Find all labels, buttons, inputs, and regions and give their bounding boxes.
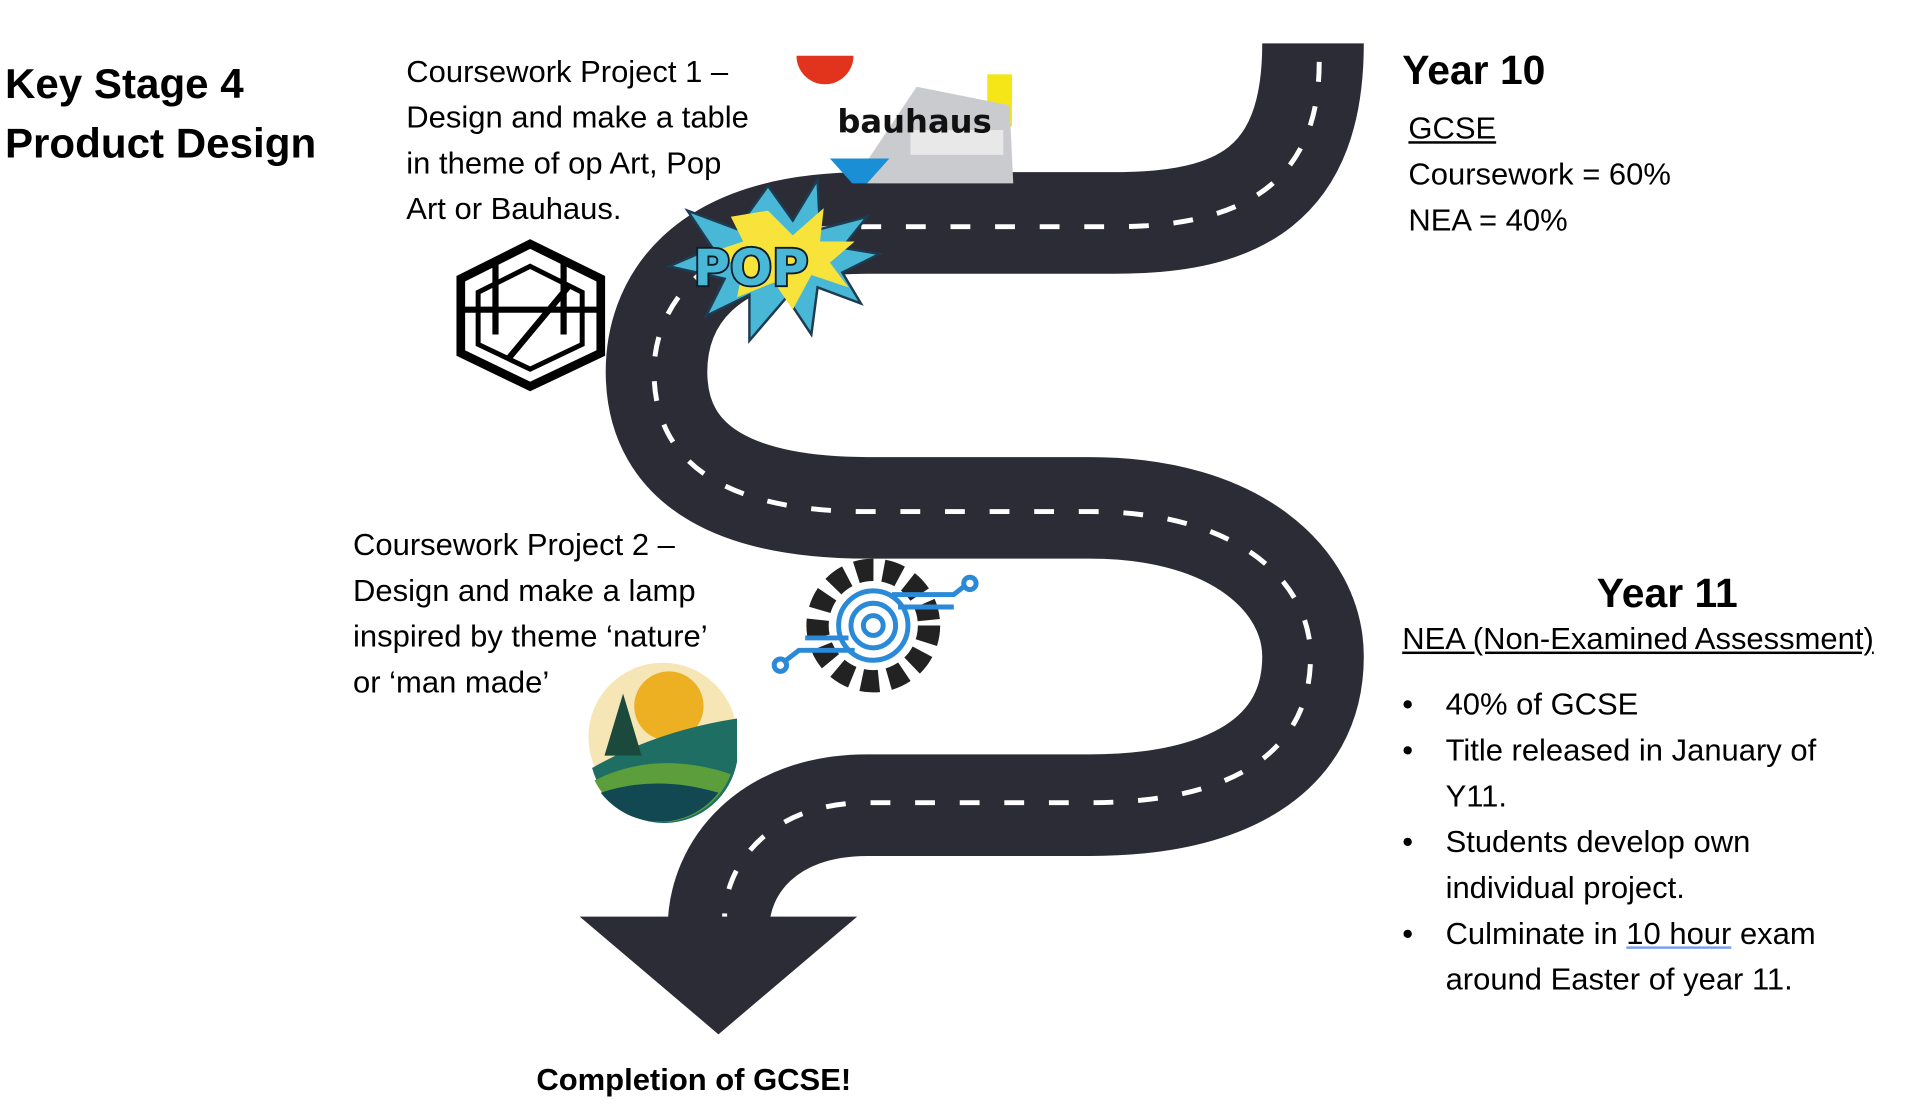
heading-line-1: Key Stage 4 [4,60,244,108]
year-10-subtitle: GCSE [1408,111,1497,147]
bauhaus-logo: bauhaus [796,55,1014,184]
project-2-line: or ‘man made’ [353,665,550,700]
gear-circuit-icon [771,558,979,693]
heading: Key Stage 4 Product Design [5,55,316,174]
project-1-line: Coursework Project 1 – [406,54,729,90]
nea-weight: NEA = 40% [1408,203,1568,238]
op-art-cube-icon [456,239,606,392]
project-1-line: in theme of op Art, Pop [406,146,722,181]
pop-art-burst-icon: POP [664,175,884,344]
ten-hour-text: 10 hour [1626,916,1732,952]
bullet-item: •Title released in January of Y11. [1402,733,1817,814]
bullet-item: •Culminate in 10 hour exam around Easter… [1402,916,1816,998]
bullet-item: •Students develop own individual project… [1402,824,1751,906]
year-11-subtitle: NEA (Non-Examined Assessment) [1402,621,1874,657]
year-11-bullets: •40% of GCSE •Title released in January … [1402,683,1873,1004]
project-2-line: Design and make a lamp [353,573,696,609]
bullet-item: •40% of GCSE [1402,687,1639,723]
coursework-weight: Coursework = 60% [1408,157,1671,192]
project-1-description: Coursework Project 1 – Design and make a… [406,50,749,233]
project-2-description: Coursework Project 2 – Design and make a… [353,523,708,706]
year-11-section: Year 11 NEA (Non-Examined Assessment) •4… [1402,570,1920,1004]
project-1-line: Art or Bauhaus. [406,191,622,227]
nature-landscape-icon [588,662,738,824]
pop-text: POP [694,239,809,297]
project-2-line: Coursework Project 2 – [353,527,675,563]
year-10-section: Year 10 GCSE Coursework = 60% NEA = 40% [1402,47,1671,244]
lane-markings [651,61,1322,917]
bauhaus-wordmark: bauhaus [837,103,991,141]
project-1-line: Design and make a table [406,100,749,136]
completion-label: Completion of GCSE! [536,1062,852,1098]
road-arrowhead [579,916,858,1035]
heading-line-2: Product Design [4,120,317,168]
year-10-title: Year 10 [1402,47,1546,93]
project-2-line: inspired by theme ‘nature’ [353,619,708,655]
year-11-title: Year 11 [1596,569,1738,616]
